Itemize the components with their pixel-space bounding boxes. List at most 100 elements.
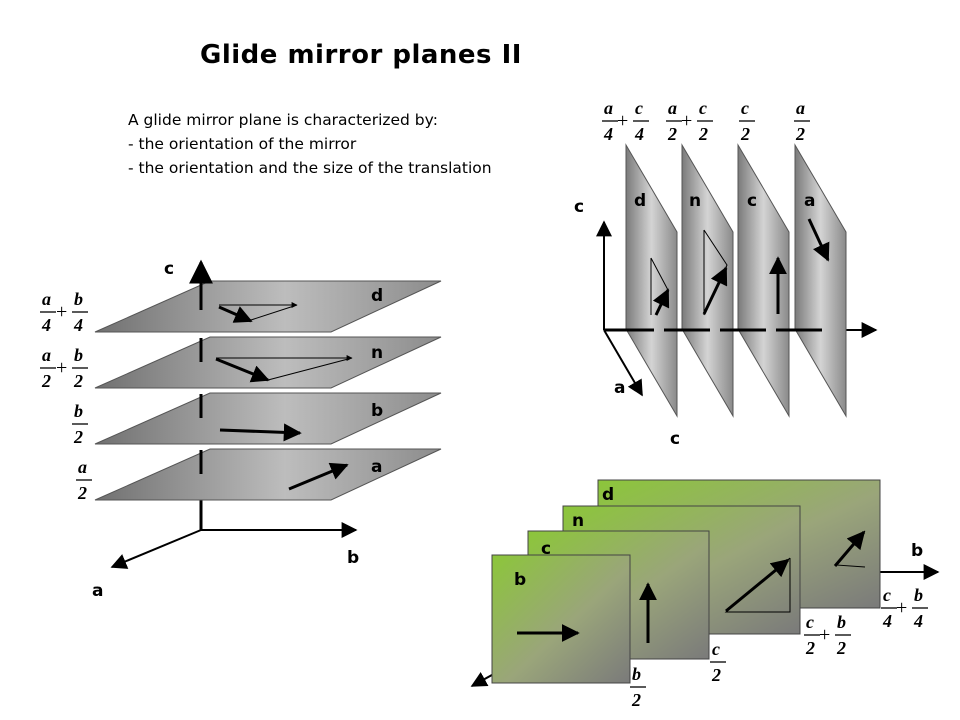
br-d-formula: c 4 + b 4: [881, 585, 928, 631]
tr-a-arrow: [807, 218, 830, 262]
svg-text:2: 2: [667, 124, 677, 144]
svg-text:2: 2: [740, 124, 750, 144]
tr-n-arrow: [702, 266, 728, 315]
svg-text:2: 2: [73, 427, 83, 447]
svg-text:b: b: [74, 345, 83, 365]
left-a-axis: [110, 529, 202, 569]
svg-text:c: c: [806, 612, 814, 632]
svg-text:a: a: [796, 98, 805, 118]
br-plane-d-label: d: [602, 485, 614, 505]
br-plane-n-label: n: [572, 511, 584, 531]
br-plane-b-label: b: [514, 570, 526, 590]
tr-d-formula: a 4 + c 4: [602, 98, 649, 144]
left-plane-b-label: b: [371, 401, 383, 421]
svg-text:4: 4: [634, 124, 644, 144]
page-title: Glide mirror planes II: [200, 40, 522, 70]
left-plane-d-label: d: [371, 286, 383, 306]
svg-text:c: c: [712, 639, 720, 659]
left-panel: c a b d n b a a 4 + b 4 a 2 + b: [40, 259, 442, 601]
tr-plane-a-label: a: [804, 191, 815, 211]
left-b-arrow: [219, 423, 302, 442]
left-a-arrow: [288, 462, 349, 491]
svg-text:2: 2: [631, 690, 641, 710]
svg-text:b: b: [632, 664, 641, 684]
svg-text:c: c: [883, 585, 891, 605]
svg-text:4: 4: [603, 124, 613, 144]
tr-plane-c: [737, 143, 790, 418]
svg-text:+: +: [56, 357, 67, 379]
svg-text:a: a: [668, 98, 677, 118]
svg-text:+: +: [681, 110, 692, 132]
left-b-formula: b 2: [72, 401, 88, 447]
left-c-axis-label: c: [164, 259, 174, 279]
left-plane-n: [94, 336, 442, 389]
svg-text:a: a: [42, 289, 51, 309]
svg-text:c: c: [635, 98, 643, 118]
br-plane-c-label: c: [541, 539, 551, 559]
svg-text:2: 2: [77, 483, 87, 503]
left-b-axis-label: b: [347, 548, 359, 568]
svg-text:c: c: [741, 98, 749, 118]
left-plane-d: [94, 280, 442, 333]
svg-text:b: b: [914, 585, 923, 605]
svg-text:a: a: [604, 98, 613, 118]
left-plane-b: [94, 392, 442, 445]
tr-plane-n-label: n: [689, 191, 701, 211]
svg-text:2: 2: [711, 665, 721, 685]
svg-text:b: b: [74, 289, 83, 309]
tr-n-formula: a 2 + c 2: [666, 98, 713, 144]
left-n-formula: a 2 + b 2: [40, 345, 88, 391]
svg-text:+: +: [819, 624, 830, 646]
br-d-arrow: [833, 530, 866, 567]
svg-text:a: a: [42, 345, 51, 365]
svg-text:2: 2: [795, 124, 805, 144]
svg-text:b: b: [74, 401, 83, 421]
left-plane-n-label: n: [371, 343, 383, 363]
left-a-formula: a 2: [76, 457, 92, 503]
tr-plane-n: [681, 143, 734, 418]
tr-plane-d-label: d: [634, 191, 646, 211]
svg-text:c: c: [699, 98, 707, 118]
intro-line-1: A glide mirror plane is characterized by…: [128, 111, 438, 129]
tr-c-axis-label: c: [574, 197, 584, 217]
br-b-axis-label: b: [911, 541, 923, 561]
svg-text:2: 2: [41, 371, 51, 391]
svg-text:4: 4: [73, 315, 83, 335]
left-plane-a: [94, 448, 442, 501]
left-d-arrow: [218, 305, 253, 323]
br-c-axis-label: c: [670, 429, 680, 449]
svg-text:+: +: [617, 110, 628, 132]
tr-a-axis-label: a: [614, 378, 625, 398]
svg-text:4: 4: [913, 611, 923, 631]
intro-text: A glide mirror plane is characterized by…: [128, 108, 492, 180]
br-plane-b: [491, 554, 631, 684]
svg-text:2: 2: [805, 638, 815, 658]
svg-text:a: a: [78, 457, 87, 477]
br-b-formula: b 2: [630, 664, 646, 710]
svg-text:+: +: [56, 301, 67, 323]
top-right-panel: c a d n c a a 4 + c 4 a 2 + c: [574, 98, 878, 418]
bottom-right-panel: c b d n c b c 4 + b 4 c 2 + b: [470, 429, 940, 710]
svg-text:b: b: [837, 612, 846, 632]
tr-plane-c-label: c: [747, 191, 757, 211]
br-n-formula: c 2 + b 2: [804, 612, 851, 658]
left-d-formula: a 4 + b 4: [40, 289, 88, 335]
left-plane-a-label: a: [371, 457, 382, 477]
br-c-formula: c 2: [710, 639, 726, 685]
svg-text:2: 2: [73, 371, 83, 391]
svg-text:2: 2: [836, 638, 846, 658]
left-n-arrow: [215, 357, 270, 383]
intro-line-2: - the orientation of the mirror: [128, 135, 357, 153]
intro-line-3: - the orientation and the size of the tr…: [128, 159, 492, 177]
tr-c-formula: c 2: [739, 98, 755, 144]
svg-text:4: 4: [41, 315, 51, 335]
svg-text:4: 4: [882, 611, 892, 631]
left-a-axis-label: a: [92, 581, 103, 601]
tr-d-arrow: [652, 288, 670, 316]
svg-text:2: 2: [698, 124, 708, 144]
br-n-arrow: [725, 558, 790, 613]
tr-a-axis: [603, 329, 643, 397]
tr-plane-a: [794, 143, 847, 418]
